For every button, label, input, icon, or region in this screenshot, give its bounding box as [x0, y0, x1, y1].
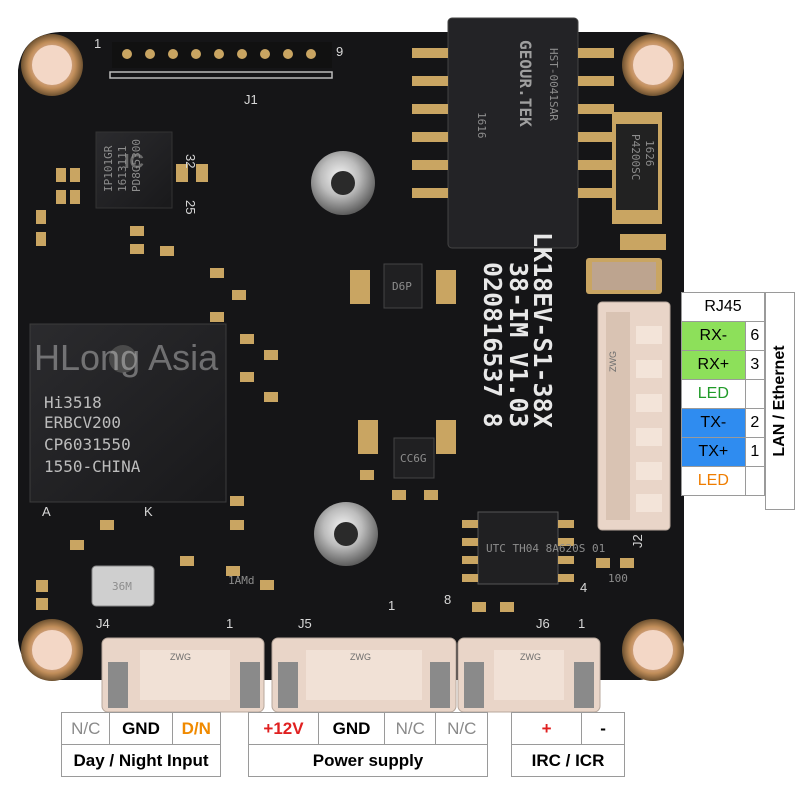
passives	[36, 164, 634, 612]
lan-ethernet-label: LAN / Ethernet	[771, 345, 788, 457]
ic-mid-mark: CC6G	[400, 452, 427, 465]
j4-pin-gnd: GND	[109, 712, 173, 745]
j6-connector	[457, 637, 601, 713]
transformer-part: HST-0041SAR	[547, 48, 560, 121]
rj45-rx-minus-num: 6	[744, 321, 766, 351]
soc-line1: Hi3518	[44, 393, 102, 412]
j5-connector	[271, 637, 457, 713]
socket-label-j5: ZWG	[350, 652, 371, 662]
rj45-led-green-num	[744, 379, 766, 409]
silk-pin4: 4	[580, 580, 587, 595]
reg-mark: 1AMd	[228, 574, 255, 587]
crystal-mark: 36M	[112, 580, 132, 593]
soc-line4: 1550-CHINA	[44, 457, 141, 476]
j5-label: Power supply	[248, 744, 488, 777]
res100-mark: 100	[608, 572, 628, 585]
watermark: HLong Asia	[34, 337, 219, 378]
small-ics	[383, 263, 574, 585]
rj45-tx-plus: TX+	[681, 437, 746, 467]
crystal	[91, 565, 155, 607]
ic-top-mark: D6P	[392, 280, 412, 293]
j4-connector	[101, 637, 265, 713]
ethernet-transformer	[412, 17, 614, 249]
rj45-tx-minus-num: 2	[744, 408, 766, 438]
soc-line2: ERBCV200	[44, 413, 121, 432]
rj45-rx-plus: RX+	[681, 350, 746, 380]
silk-pin32: 32	[183, 154, 198, 168]
board-id-line2: 38-IM V1.03	[504, 262, 533, 428]
silk-j1-pin9: 9	[336, 44, 343, 59]
silk-label-k: K	[144, 504, 153, 519]
mosfet-mark: UTC TH04 8A620S 01	[486, 542, 605, 555]
diode-date: 1626	[643, 140, 656, 167]
silk-j2: J2	[630, 534, 645, 548]
silk-pin8: 8	[444, 592, 451, 607]
flash-line1: IP101GR	[102, 145, 115, 192]
j5-pin-nc2: N/C	[435, 712, 488, 745]
rj45-rx-plus-num: 3	[744, 350, 766, 380]
j6-pin-plus: +	[510, 712, 583, 745]
board-id-line1: LK18EV-S1-38X	[528, 232, 557, 428]
socket-label-j2: ZWG	[608, 351, 618, 372]
rj45-led-orange-num	[744, 466, 766, 496]
j5-pin-nc1: N/C	[383, 712, 437, 745]
socket-label-j6: ZWG	[520, 652, 541, 662]
diode	[612, 112, 662, 224]
small-components-right	[586, 234, 666, 294]
rj45-pinout-table: RJ45 RX- 6 RX+ 3 LED TX- 2 TX+ 1 LED	[681, 292, 766, 496]
silk-j1-pin1: 1	[94, 36, 101, 51]
silk-pin25: 25	[183, 200, 198, 214]
j1-header	[109, 42, 333, 79]
rj45-tx-plus-num: 1	[744, 437, 766, 467]
soc-chip	[29, 323, 227, 503]
rj45-tx-minus: TX-	[681, 408, 746, 438]
silk-label-a: A	[42, 504, 51, 519]
silk-j4-pin1: 1	[226, 616, 233, 631]
j5-pin-12v: +12V	[247, 712, 320, 745]
lan-ethernet-label-box: LAN / Ethernet	[765, 292, 795, 510]
diode-part: P4200SC	[629, 134, 642, 180]
silk-j5-pin1: 1	[388, 598, 395, 613]
flash-line2: 1613111	[116, 146, 129, 192]
rj45-title: RJ45	[681, 292, 765, 322]
j6-pin-minus: -	[581, 712, 625, 745]
j6-pinout-table: + - IRC / ICR	[510, 712, 625, 777]
j5-pin-gnd: GND	[318, 712, 385, 745]
rj45-led-green: LED	[681, 379, 746, 409]
j4-pin-dn: D/N	[171, 712, 221, 745]
socket-label-j4: ZWG	[170, 652, 191, 662]
j4-label: Day / Night Input	[61, 744, 221, 777]
silk-j5: J5	[298, 616, 312, 631]
screws	[311, 151, 378, 566]
j2-connector	[597, 301, 671, 531]
transformer-brand: GEOUR.TEK	[516, 40, 535, 127]
silk-j1: J1	[244, 92, 258, 107]
j5-pinout-table: +12V GND N/C N/C Power supply	[247, 712, 488, 777]
j6-label: IRC / ICR	[511, 744, 625, 777]
silk-j6-pin1: 1	[578, 616, 585, 631]
transformer-date: 1616	[475, 112, 488, 139]
mounting-holes	[21, 34, 684, 681]
silk-j4: J4	[96, 616, 110, 631]
phy-chip: IC	[95, 131, 173, 209]
board-id-line3: 020816537 8	[478, 262, 507, 428]
silk-j6: J6	[536, 616, 550, 631]
j4-pinout-table: N/C GND D/N Day / Night Input	[60, 712, 221, 777]
rj45-led-orange: LED	[681, 466, 746, 496]
soc-line3: CP6031550	[44, 435, 131, 454]
j4-pin-nc: N/C	[60, 712, 111, 745]
rj45-rx-minus: RX-	[681, 321, 746, 351]
flash-line3: PD8G5300	[130, 139, 143, 192]
svg-text:IC: IC	[124, 151, 144, 173]
